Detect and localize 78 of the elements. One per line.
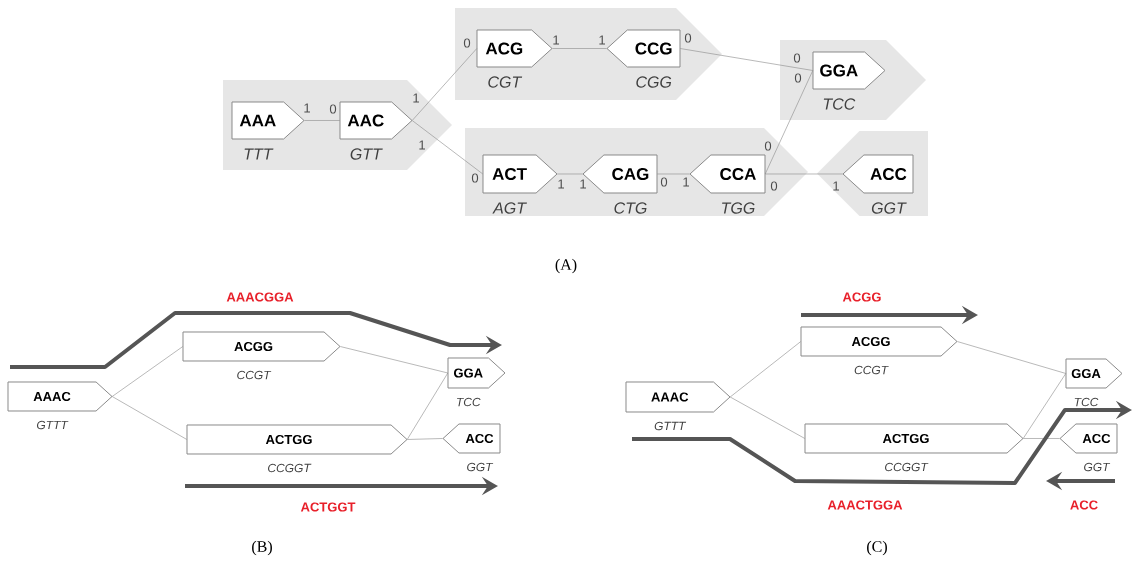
complement-label: AGT: [492, 202, 527, 214]
kmer-box: GGA: [1065, 358, 1123, 389]
kmer-box: ACTGG: [804, 423, 1024, 454]
panel-caption: (A): [555, 258, 577, 274]
kmer-box: ACC: [442, 423, 501, 454]
connector-line: [1022, 438, 1061, 439]
connector-line: [406, 372, 449, 440]
connector-line: [551, 48, 608, 49]
connector-line: [411, 48, 478, 121]
connector-line: [764, 70, 814, 175]
port-number: 0: [463, 38, 471, 48]
sequence-label: ACC: [1070, 500, 1098, 510]
port-number: 1: [833, 181, 839, 191]
port-number: 0: [684, 33, 692, 43]
sequence-label: ACGG: [842, 292, 881, 302]
port-number: 0: [794, 73, 802, 83]
kmer-box: GGA: [447, 357, 506, 389]
connector-line: [729, 396, 806, 439]
complement-label: TTT: [244, 148, 274, 160]
sequence-label: AAACGGA: [226, 292, 294, 302]
kmer-box: GGA: [812, 51, 886, 90]
complement-label: GTTT: [36, 420, 69, 430]
complement-label: CGT: [488, 76, 523, 88]
panel-caption: (B): [252, 540, 272, 556]
port-number: 1: [413, 93, 419, 103]
complement-label: TCC: [457, 397, 481, 407]
complement-label: CCGGT: [885, 462, 929, 472]
kmer-box: AAA: [231, 101, 305, 140]
complement-label: GGT: [467, 462, 494, 472]
complement-label: GTT: [350, 148, 383, 160]
complement-label: TGG: [722, 202, 755, 214]
kmer-box: ACTGG: [186, 424, 408, 455]
port-number: 0: [793, 53, 801, 63]
kmer-box: AAAC: [7, 381, 113, 412]
complement-label: CTG: [614, 202, 647, 214]
complement-label: CCGT: [237, 370, 272, 380]
connector-line: [303, 120, 341, 121]
kmer-box: ACC: [842, 154, 914, 194]
complement-label: GTTT: [654, 421, 687, 431]
complement-label: GGT: [871, 202, 907, 214]
kmer-box: AAC: [339, 101, 413, 140]
kmer-box: ACGG: [182, 331, 341, 362]
connector-line: [406, 438, 444, 440]
kmer-box: ACT: [482, 154, 558, 194]
port-number: 0: [764, 141, 772, 151]
connector-line: [956, 341, 1067, 374]
panel-caption: (C): [867, 540, 887, 556]
kmer-box: ACGG: [800, 326, 958, 357]
kmer-box: ACC: [1059, 423, 1118, 454]
sequence-label: ACTGGT: [300, 502, 356, 512]
kmer-box: CCA: [689, 154, 766, 194]
connector-line: [111, 396, 188, 440]
port-number: 0: [660, 177, 668, 187]
complement-label: TCC: [1074, 397, 1099, 407]
connector-line: [1022, 373, 1067, 439]
port-number: 1: [599, 35, 605, 45]
port-number: 1: [558, 179, 564, 189]
connector-line: [729, 341, 802, 398]
kmer-box: CCG: [606, 29, 681, 68]
connector-line: [679, 48, 814, 71]
port-number: 1: [683, 177, 689, 187]
port-number: 0: [770, 181, 778, 191]
port-number: 1: [580, 179, 586, 189]
port-number: 1: [553, 35, 559, 45]
sequence-label: AAACTGGA: [827, 500, 903, 510]
port-number: 1: [304, 103, 310, 113]
complement-label: TCC: [823, 98, 856, 110]
port-number: 1: [419, 140, 425, 150]
complement-label: GGT: [1084, 462, 1111, 472]
connector-line: [339, 346, 449, 374]
connector-line: [111, 346, 184, 397]
port-number: 0: [329, 104, 337, 114]
connector-line: [411, 120, 484, 175]
kmer-box: AAAC: [625, 381, 731, 413]
complement-label: CGG: [636, 76, 672, 88]
complement-label: CCGGT: [268, 463, 312, 473]
port-number: 0: [471, 173, 479, 183]
complement-label: CCGT: [854, 365, 889, 375]
